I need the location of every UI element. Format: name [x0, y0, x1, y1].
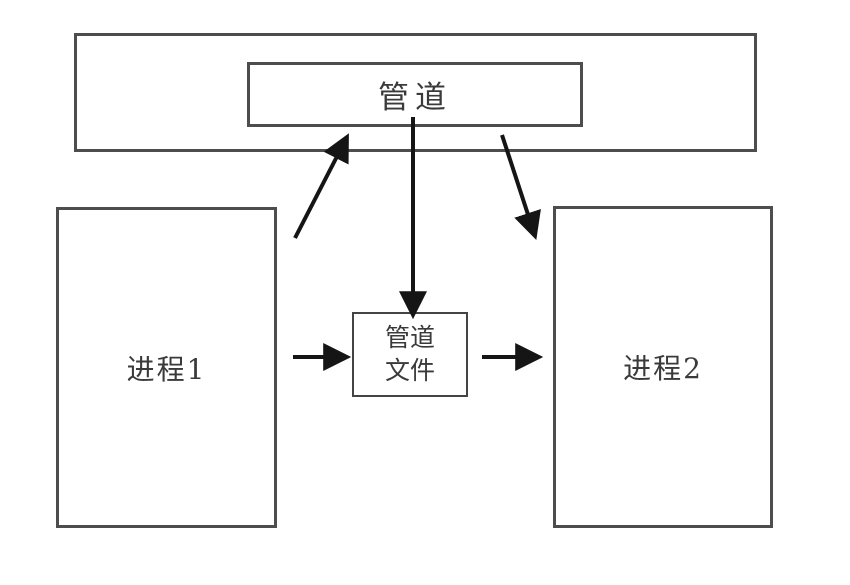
pipe-box: 管道: [247, 62, 583, 127]
process1-box: 进程1: [56, 207, 277, 528]
process1-label: 进程1: [126, 352, 207, 386]
arrow-process1-to-pipe: [293, 133, 349, 239]
pipe-file-box: 管道 文件: [352, 312, 468, 397]
pipe-file-label-line1: 管道: [384, 323, 435, 352]
process2-label: 进程2: [623, 352, 703, 385]
process2-box: 进程2: [553, 206, 773, 528]
pipe-file-label-line2: 文件: [384, 355, 435, 385]
pipe-label: 管道: [378, 80, 452, 116]
kernel-outer-box: [74, 33, 757, 152]
